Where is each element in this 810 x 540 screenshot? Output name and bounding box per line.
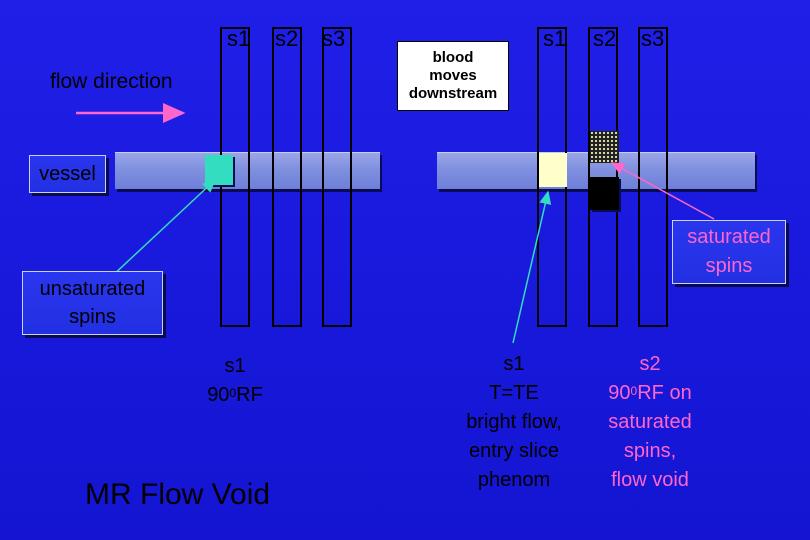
saturated-label-line2: spins [705, 255, 753, 277]
saturated-pointer-arrow [610, 162, 715, 220]
saturated-spin-square [590, 177, 619, 210]
s2-caption-rf-value: 90 [608, 382, 631, 404]
left-caption-rf-unit: RF [236, 384, 263, 406]
s2-caption-right: s2 900RF on saturated spins, flow void [590, 350, 710, 495]
partially-saturated-spin-square [590, 131, 619, 163]
saturated-spins-label: saturated spins [672, 220, 786, 284]
s2-caption-rf-suffix: RF on [637, 382, 692, 404]
s2-caption-line2: 900RF on [590, 379, 710, 408]
s2-caption-line3: saturated [608, 411, 692, 433]
fresh-spin-pointer-arrow [512, 190, 552, 344]
unsaturated-pointer-arrow [109, 178, 217, 279]
saturated-label-line1: saturated [687, 226, 771, 248]
s1-caption-right: s1 T=TE bright flow, entry slice phenom [449, 350, 579, 495]
s1-caption-line4: entry slice [468, 440, 560, 462]
unsaturated-label-line2: spins [69, 306, 116, 328]
slice-label-s1-right: s1 [543, 26, 567, 51]
s1-caption-line5: phenom [477, 469, 551, 491]
s1-caption-line1: s1 [503, 353, 525, 375]
s2-caption-line5: flow void [611, 469, 689, 491]
blood-note-line2: moves [429, 67, 477, 84]
left-caption: s1 900RF [185, 352, 285, 410]
slice-label-s1-left: s1 [227, 26, 251, 51]
s2-caption-line1: s2 [639, 353, 661, 375]
left-caption-rf-sup: 0 [229, 386, 237, 400]
vessel-left [115, 152, 380, 189]
slice-label-s3-left: s3 [322, 26, 346, 51]
unsaturated-spins-label: unsaturated spins [22, 271, 163, 335]
blood-moves-note: blood moves downstream [397, 41, 509, 111]
left-caption-line1: s1 [224, 355, 246, 377]
flow-direction-label: flow direction [50, 70, 173, 93]
slice-s3-left [322, 27, 352, 327]
s2-caption-rf-sup: 0 [630, 384, 638, 398]
vessel-label-text: vessel [39, 162, 96, 185]
blood-note-line3: downstream [408, 85, 498, 102]
s1-caption-line3: bright flow, [466, 411, 562, 433]
slice-label-s2-right: s2 [593, 26, 617, 51]
s1-caption-line2: T=TE [489, 382, 539, 404]
slice-s2-left [272, 27, 302, 327]
slide-title: MR Flow Void [85, 478, 271, 511]
s2-caption-line4: spins, [623, 440, 677, 462]
slice-label-s3-right: s3 [641, 26, 665, 51]
slice-label-s2-left: s2 [275, 26, 299, 51]
vessel-label: vessel [29, 155, 106, 193]
left-caption-rf-value: 90 [207, 384, 230, 406]
fresh-spin-square [539, 153, 567, 187]
unsaturated-label-line1: unsaturated [39, 278, 146, 300]
left-caption-line2: 900RF [185, 381, 285, 410]
blood-note-line1: blood [432, 49, 474, 66]
